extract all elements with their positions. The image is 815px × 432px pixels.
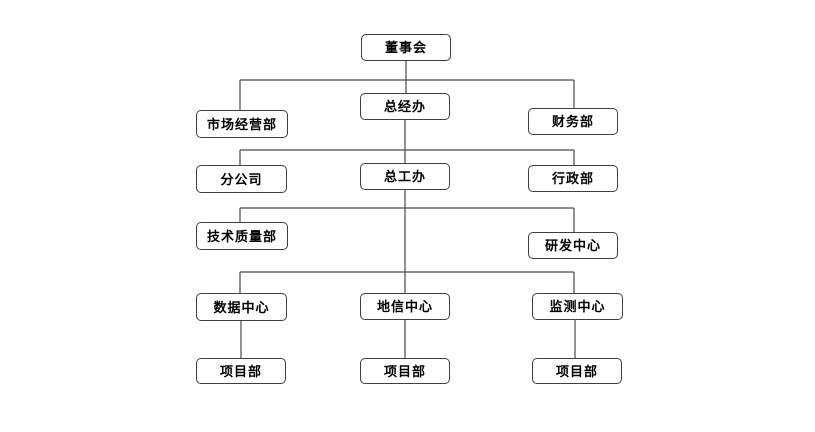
org-node-admin-dept-label: 行政部	[551, 171, 594, 186]
org-node-rnd-center: 研发中心	[528, 232, 618, 259]
org-node-monitoring-center: 监测中心	[532, 293, 623, 320]
org-node-project-dept-1: 项目部	[196, 358, 286, 384]
org-node-board-label: 董事会	[384, 40, 427, 55]
org-node-monitoring-center-label: 监测中心	[549, 299, 606, 314]
org-node-data-center: 数据中心	[196, 293, 287, 321]
org-node-chief-engineer-office: 总工办	[360, 163, 450, 190]
org-node-project-dept-2-label: 项目部	[383, 363, 426, 379]
org-node-finance-dept-label: 财务部	[551, 114, 594, 129]
org-node-board: 董事会	[361, 34, 451, 61]
org-node-chief-engineer-office-label: 总工办	[383, 169, 426, 184]
org-node-geoinfo-center-label: 地信中心	[376, 299, 433, 314]
org-node-gm-office: 总经办	[360, 93, 450, 120]
org-node-marketing-dept-label: 市场经营部	[206, 116, 277, 132]
org-node-branch-company-label: 分公司	[220, 171, 263, 187]
org-node-tech-quality-dept: 技术质量部	[196, 222, 288, 250]
org-node-project-dept-3-label: 项目部	[555, 363, 598, 379]
org-node-marketing-dept: 市场经营部	[196, 110, 288, 138]
org-node-project-dept-1-label: 项目部	[219, 363, 262, 379]
org-node-rnd-center-label: 研发中心	[544, 238, 601, 253]
org-node-project-dept-3: 项目部	[532, 358, 622, 384]
org-node-gm-office-label: 总经办	[383, 99, 426, 114]
org-node-tech-quality-dept-label: 技术质量部	[206, 228, 277, 244]
org-node-admin-dept: 行政部	[528, 165, 618, 192]
org-node-finance-dept: 财务部	[528, 108, 618, 135]
org-node-geoinfo-center: 地信中心	[360, 293, 450, 320]
org-node-project-dept-2: 项目部	[360, 358, 450, 384]
org-node-branch-company: 分公司	[196, 165, 287, 193]
org-node-data-center-label: 数据中心	[213, 299, 270, 315]
